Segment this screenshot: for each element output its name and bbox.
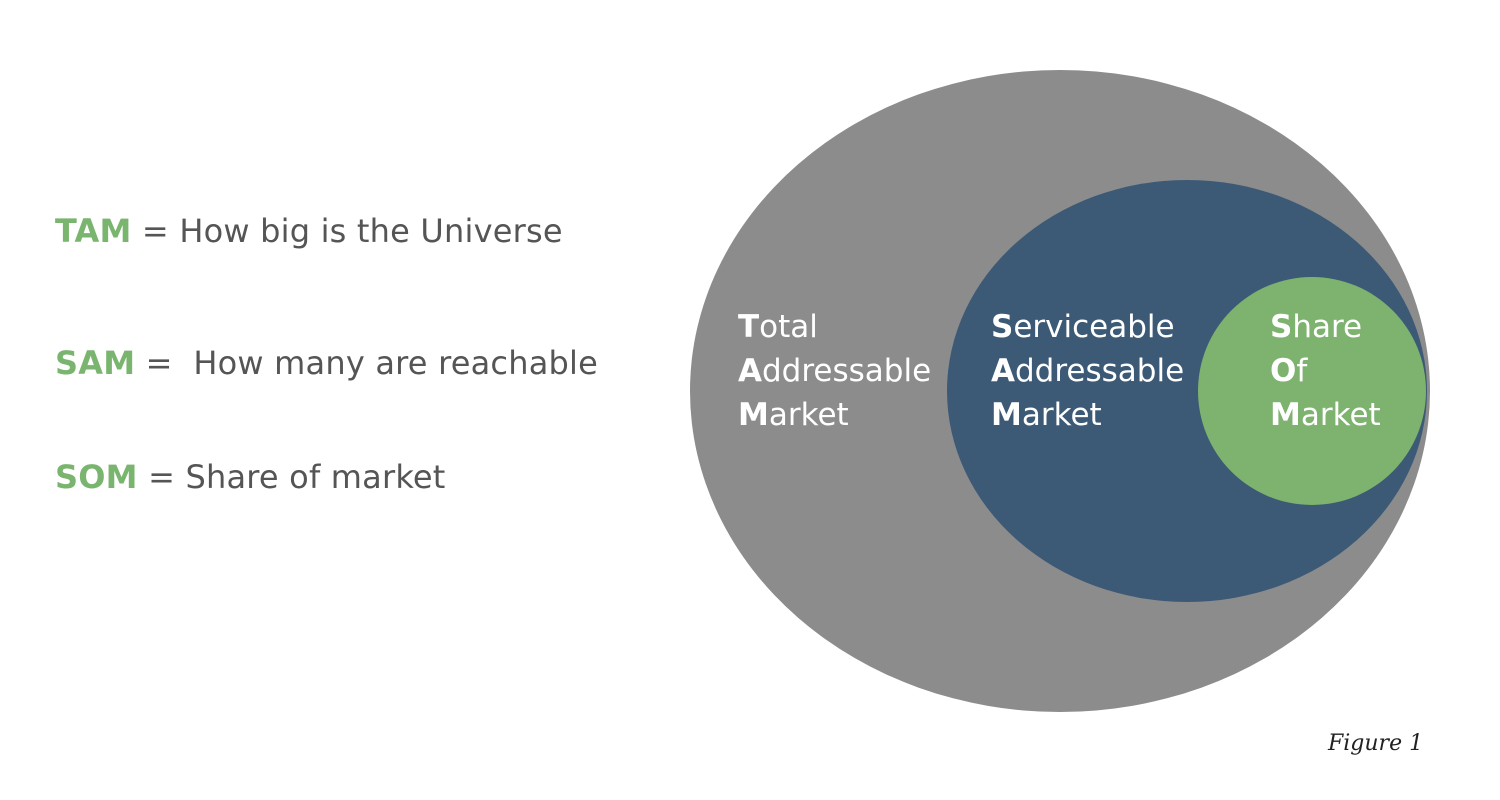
sam-label: Serviceable Addressable Market [991, 309, 1184, 433]
definition-abbr: TAM [55, 212, 132, 250]
figure-caption: Figure 1 [1328, 731, 1424, 756]
definition-tam: TAM = How big is the Universe [55, 211, 563, 251]
sam-label-line-3: Market [991, 397, 1102, 433]
definition-text: = How big is the Universe [131, 212, 563, 250]
tam-label-line-3: Market [738, 397, 849, 433]
som-label-line-3: Market [1270, 397, 1381, 433]
som-circle [1198, 277, 1426, 505]
sam-label-line-1: Serviceable [991, 309, 1175, 345]
sam-label-line-2: Addressable [991, 353, 1184, 389]
definition-sam: SAM = How many are reachable [55, 343, 598, 383]
som-label-line-1: Share [1270, 309, 1362, 345]
definition-abbr: SAM [55, 344, 136, 382]
tam-label-line-1: Total [738, 309, 818, 345]
definition-text: = How many are reachable [135, 344, 598, 382]
som-label-line-2: Of [1270, 353, 1308, 389]
definition-abbr: SOM [55, 458, 138, 496]
definitions-list: TAM = How big is the Universe SAM = How … [55, 0, 675, 800]
definition-som: SOM = Share of market [55, 457, 446, 497]
tam-label-line-2: Addressable [738, 353, 931, 389]
definition-text: = Share of market [137, 458, 446, 496]
tam-label: Total Addressable Market [738, 309, 931, 433]
som-label: Share Of Market [1270, 309, 1381, 433]
